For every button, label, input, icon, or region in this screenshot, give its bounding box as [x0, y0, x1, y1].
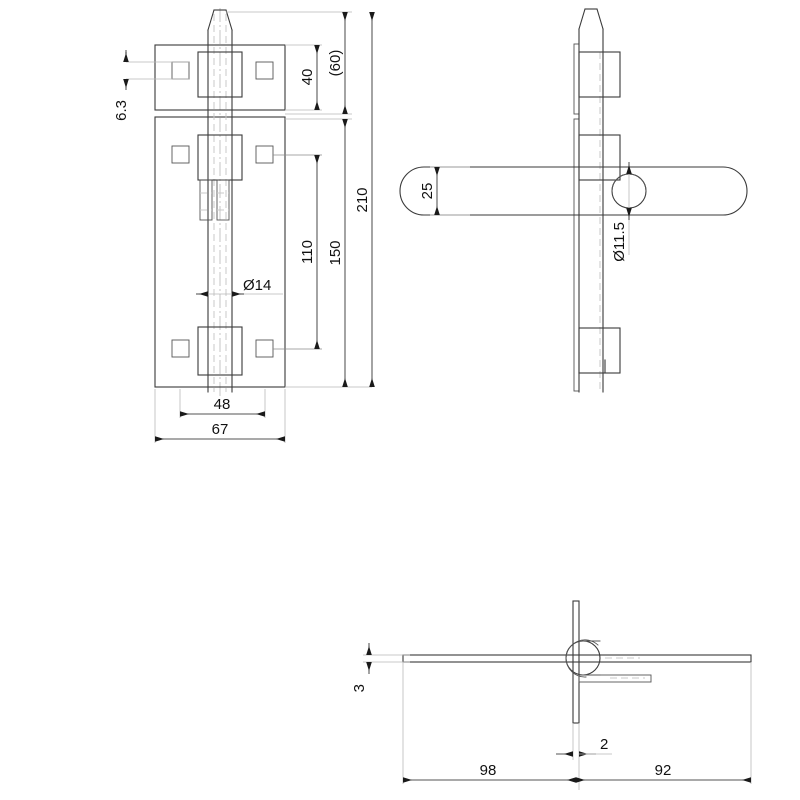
upper-guide-collar	[197, 51, 243, 98]
dimension-dia-11-5: Ø11.5	[611, 162, 632, 262]
dim-label-25: 25	[419, 183, 436, 200]
dim-label-dia-14: Ø14	[243, 277, 271, 294]
handle-lever-outline	[399, 166, 748, 216]
bottom-plate-profile	[402, 654, 752, 663]
dimension-210: 210	[354, 12, 375, 387]
dimension-98: 98	[402, 662, 576, 784]
bottom-rod-profile	[572, 600, 580, 724]
dimension-60: (60)	[226, 11, 352, 115]
dim-label-98: 98	[480, 762, 497, 779]
screw-hole-lower-top-right	[255, 145, 274, 164]
side-view: 25 Ø11.5	[399, 8, 748, 393]
dim-label-dia-11-5: Ø11.5	[611, 222, 628, 262]
upper-plate-outline	[154, 44, 286, 111]
dim-label-6-3: 6.3	[113, 100, 130, 121]
lower-plate-outline	[154, 116, 286, 388]
dim-label-110: 110	[299, 240, 316, 264]
dimension-dia-14: Ø14	[196, 277, 283, 297]
dimension-110: 110	[273, 154, 322, 350]
dim-label-92: 92	[655, 762, 672, 779]
dimension-3: 3	[351, 643, 410, 692]
dim-label-210: 210	[354, 187, 371, 212]
dim-label-3: 3	[351, 684, 368, 692]
handle-stub-right	[216, 179, 230, 221]
side-lower-collar	[578, 134, 621, 181]
bottom-boss-arc-bottom	[565, 657, 587, 678]
dim-label-2: 2	[600, 736, 608, 753]
dim-label-48: 48	[214, 396, 231, 413]
bottom-bracket-arm	[578, 674, 652, 683]
dimension-92: 92	[576, 662, 752, 784]
bottom-view: 3 2 98 92	[351, 600, 752, 790]
dim-label-67: 67	[212, 421, 229, 438]
side-upper-collar	[578, 51, 621, 98]
screw-hole-lower-bottom-right	[255, 339, 274, 358]
dim-label-150: 150	[327, 240, 344, 265]
dim-label-60: (60)	[327, 50, 344, 77]
handle-stub-left	[199, 179, 213, 221]
dimension-25: 25	[419, 166, 470, 216]
dim-label-40: 40	[299, 69, 316, 86]
dimension-6-3: 6.3	[113, 50, 190, 121]
dimension-150: 150	[285, 118, 372, 388]
screw-hole-lower-bottom-left	[171, 339, 190, 358]
dimension-48: 48	[179, 389, 266, 418]
screw-hole-lower-top-left	[171, 145, 190, 164]
dimension-40: 40	[285, 44, 322, 111]
bottom-guide-collar	[197, 326, 243, 376]
front-view: 6.3 40 (60) 110 150	[113, 8, 375, 443]
dimension-67: 67	[154, 389, 286, 443]
screw-hole-upper-right	[255, 61, 274, 80]
bottom-boss-arc-top	[565, 639, 599, 659]
